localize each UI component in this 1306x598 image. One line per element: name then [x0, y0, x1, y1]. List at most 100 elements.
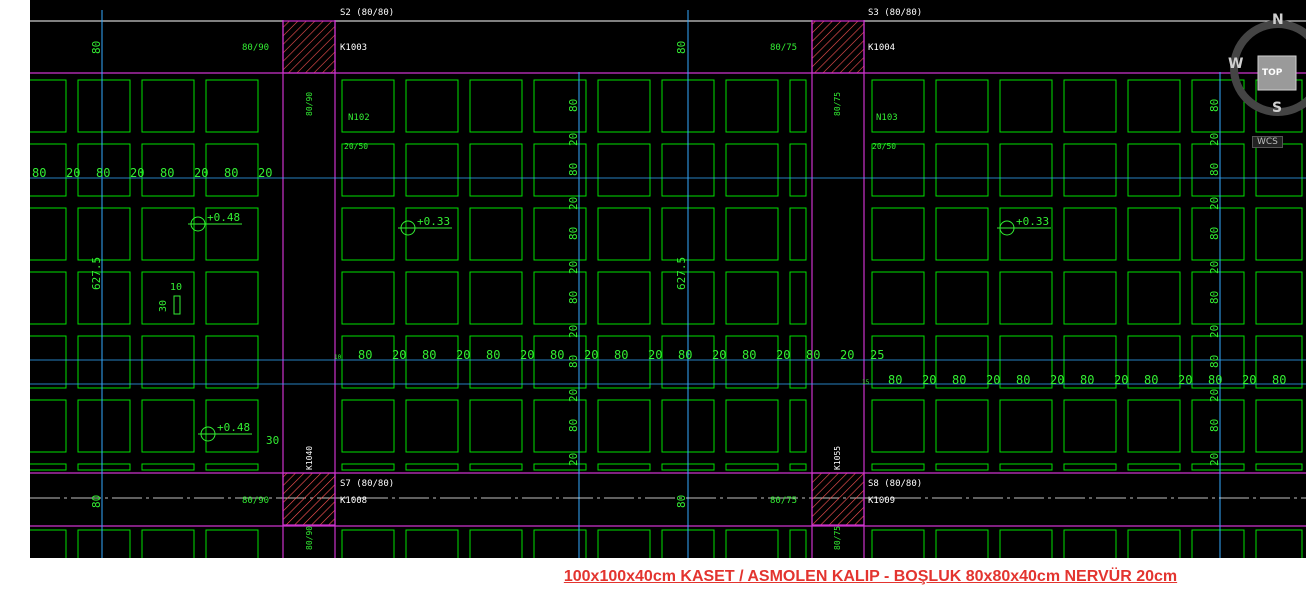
void-box: [77, 143, 131, 197]
void-box: [789, 335, 807, 389]
void-box: [999, 79, 1053, 133]
void-box: [341, 335, 395, 389]
level-text: +0.33: [1016, 215, 1049, 228]
void-box: [1063, 463, 1117, 471]
void-box: [597, 529, 651, 558]
void-box: [533, 463, 587, 471]
vbeam-size: 80/90: [305, 526, 314, 550]
compass-south[interactable]: S: [1272, 100, 1283, 116]
void-box: [341, 399, 395, 453]
dimension-text: 20: [258, 166, 272, 180]
void-box: [533, 529, 587, 558]
compass-west[interactable]: W: [1228, 56, 1244, 72]
dimension-text: 80: [742, 348, 756, 362]
dimension-text: 80: [486, 348, 500, 362]
void-box: [999, 463, 1053, 471]
dimension-text: 80: [160, 166, 174, 180]
void-box: [597, 143, 651, 197]
beam-tag: K1004: [868, 43, 895, 53]
void-box: [1191, 143, 1245, 197]
void-box: [205, 271, 259, 325]
beam-tag: K1003: [340, 43, 367, 53]
beam-size: 80/75: [770, 496, 797, 506]
rib-size: 20/50: [344, 142, 368, 151]
compass-north[interactable]: N: [1272, 12, 1284, 28]
void-box: [205, 463, 259, 471]
dimension-text: 20: [567, 453, 580, 466]
dimension-text: 10: [334, 354, 342, 361]
dimension-text: 80: [1208, 163, 1221, 176]
void-box: [999, 399, 1053, 453]
dimension-text: 80: [422, 348, 436, 362]
void-box: [1127, 399, 1181, 453]
void-box: [533, 335, 587, 389]
dimension-text: 30: [158, 300, 169, 312]
void-box: [1191, 529, 1245, 558]
dimension-text: 20: [922, 373, 936, 387]
beam-size: 80/90: [242, 496, 269, 506]
void-box: [935, 335, 989, 389]
void-box: [1063, 79, 1117, 133]
void-box: [405, 271, 459, 325]
void-box: [1127, 143, 1181, 197]
void-box: [1255, 335, 1303, 389]
void-box: [1063, 271, 1117, 325]
void-box: [30, 463, 67, 471]
void-box: [935, 79, 989, 133]
void-box: [1127, 463, 1181, 471]
void-box: [725, 335, 779, 389]
column-label: S3 (80/80): [868, 8, 922, 18]
dimension-text: 20: [1208, 453, 1221, 466]
void-box: [1191, 463, 1245, 471]
void-box: [341, 271, 395, 325]
void-box: [205, 335, 259, 389]
void-box: [935, 207, 989, 261]
void-box: [871, 271, 925, 325]
void-box: [469, 207, 523, 261]
dimension-text: 20: [1208, 325, 1221, 338]
void-box: [141, 271, 195, 325]
void-box: [1127, 79, 1181, 133]
void-box: [469, 271, 523, 325]
dimension-text: 20: [1208, 197, 1221, 210]
dimension-text: 80: [224, 166, 238, 180]
dimension-text: 30: [266, 434, 279, 447]
void-box: [405, 143, 459, 197]
void-box: [469, 399, 523, 453]
beam-tag: K1009: [868, 496, 895, 506]
viewcube[interactable]: N W S TOP WCS: [1228, 10, 1306, 150]
void-box: [725, 399, 779, 453]
dimension-text: 80: [1208, 355, 1221, 368]
dimension-text: 20: [520, 348, 534, 362]
void-box: [597, 79, 651, 133]
void-box: [725, 143, 779, 197]
vbeam-size: 80/75: [833, 92, 842, 116]
void-box: [533, 143, 587, 197]
void-box: [935, 529, 989, 558]
void-box: [1255, 143, 1303, 197]
void-box: [935, 271, 989, 325]
viewcube-top-face[interactable]: TOP: [1262, 68, 1283, 78]
beam-size: 80/75: [770, 43, 797, 53]
void-box: [789, 399, 807, 453]
dimension-text: 80: [1080, 373, 1094, 387]
void-box: [533, 207, 587, 261]
dimension-text: 20: [1114, 373, 1128, 387]
void-box: [533, 399, 587, 453]
void-box: [141, 399, 195, 453]
dimension-text: 20: [776, 348, 790, 362]
void-box: [1127, 529, 1181, 558]
level-text: +0.48: [217, 421, 250, 434]
void-box: [789, 463, 807, 471]
dimension-text: 20: [567, 261, 580, 274]
void-box: [725, 529, 779, 558]
void-box: [1255, 271, 1303, 325]
dimension-text: 80: [567, 227, 580, 240]
void-box: [205, 143, 259, 197]
void-box: [871, 463, 925, 471]
wcs-button[interactable]: WCS: [1252, 136, 1283, 148]
void-box: [999, 143, 1053, 197]
dimension-text: 20: [840, 348, 854, 362]
dimension-text: 20: [1208, 261, 1221, 274]
